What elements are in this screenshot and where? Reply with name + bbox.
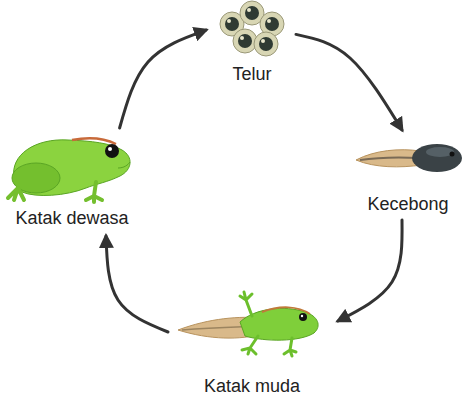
stage-label: Katak dewasa	[13, 208, 130, 230]
tadpole	[356, 144, 462, 172]
cycle-arrow	[106, 236, 168, 332]
stage-label: Katak muda	[202, 376, 302, 398]
adult-frog	[8, 138, 130, 202]
cycle-arrow	[120, 30, 206, 128]
cycle-arrow	[296, 34, 402, 130]
stage-box: Kecebong	[348, 136, 468, 216]
stage-box: Katak muda	[172, 288, 332, 398]
stage-box: Katak dewasa	[4, 132, 140, 230]
stage-label: Telur	[230, 64, 273, 86]
cycle-arrow	[338, 220, 402, 321]
frog-eggs	[220, 1, 284, 56]
stage-box: Telur	[212, 0, 292, 86]
froglet	[178, 292, 318, 356]
stage-label: Kecebong	[365, 194, 450, 216]
